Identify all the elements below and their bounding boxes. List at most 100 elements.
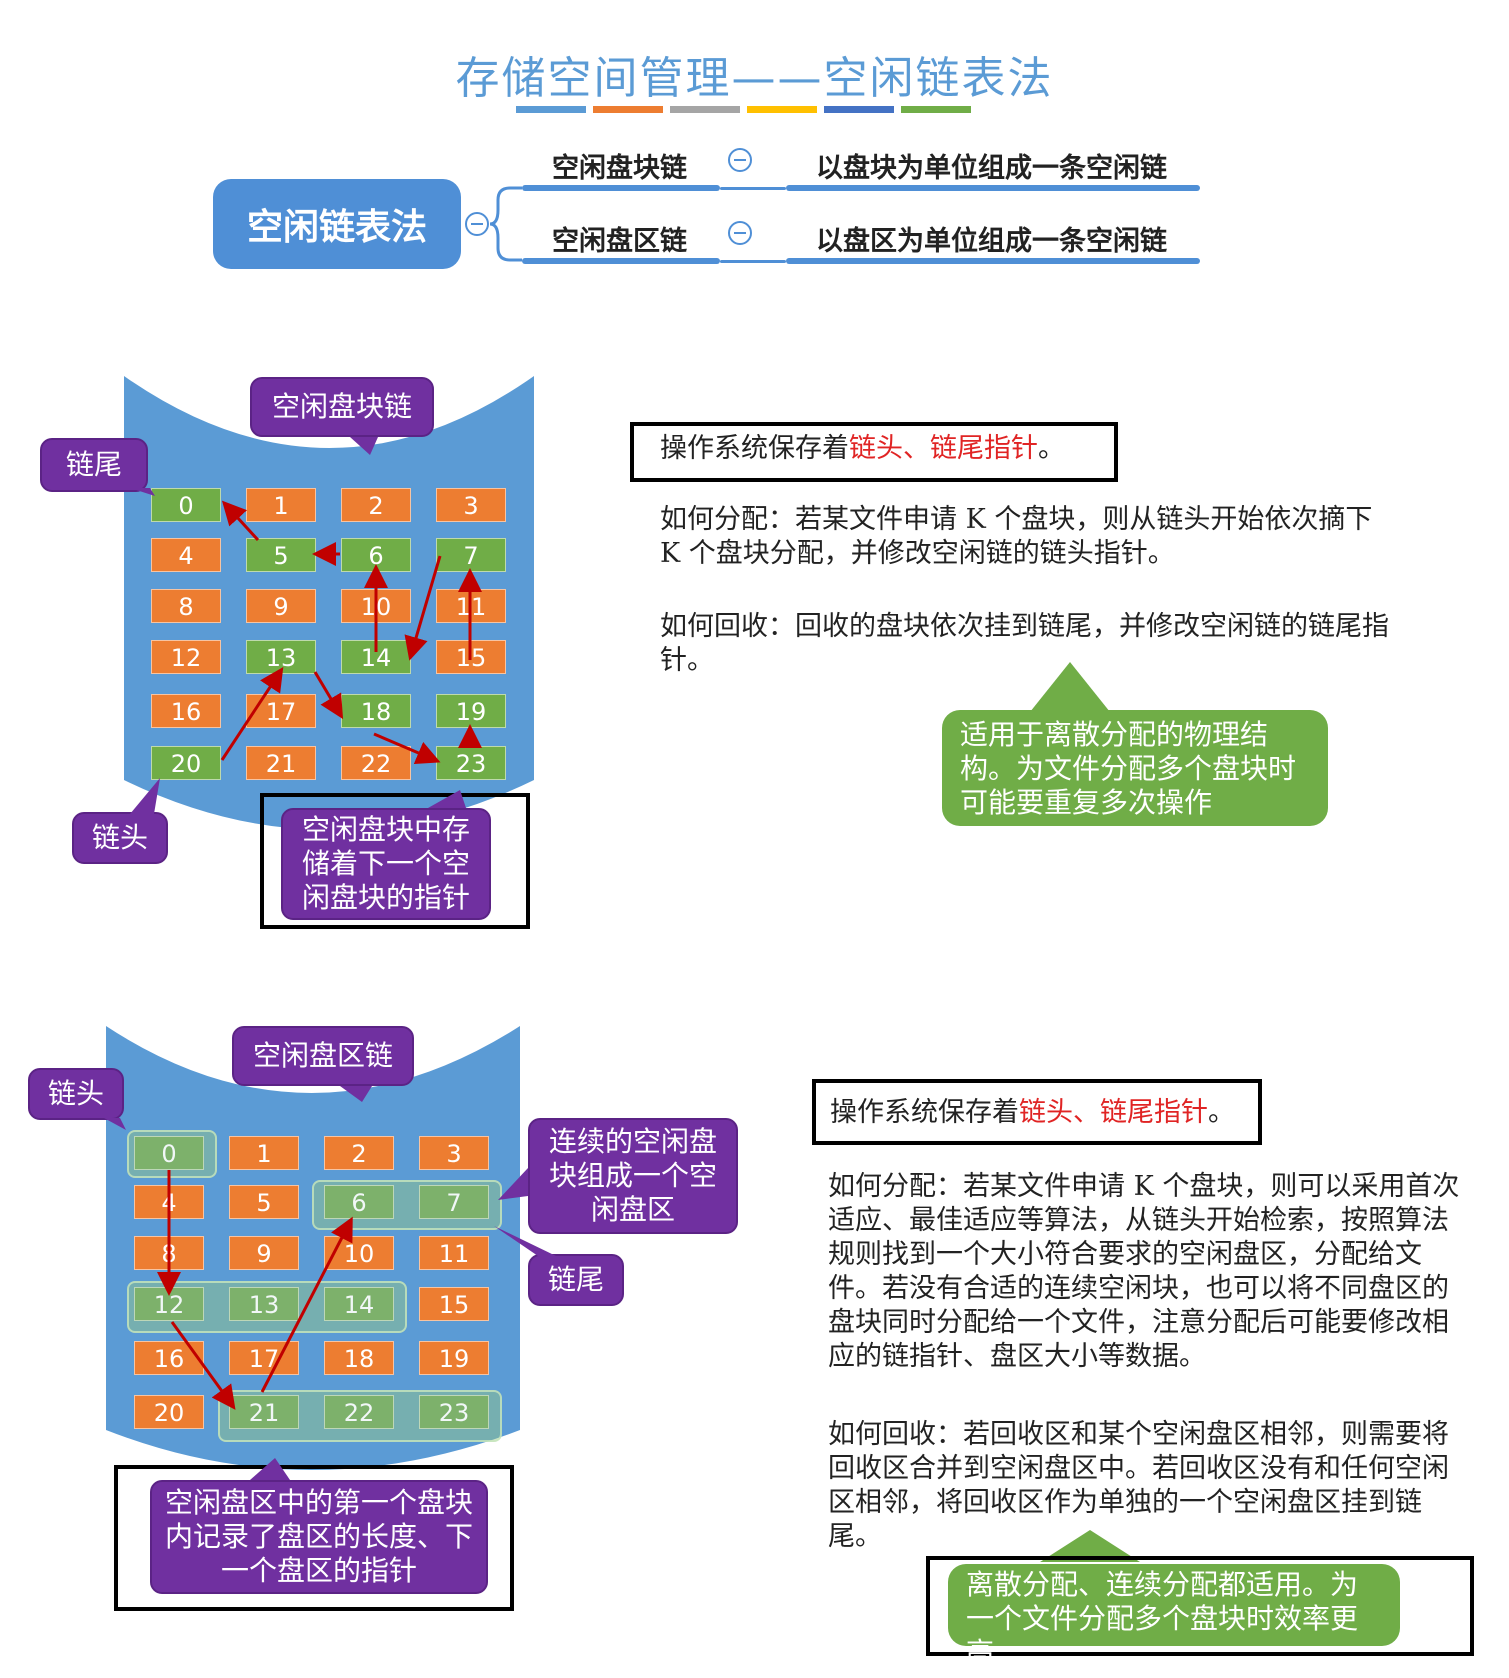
os-note-2: 操作系统保存着链头、链尾指针。 (830, 1097, 1235, 1128)
region-disk-block-14[interactable]: 14 (324, 1287, 394, 1321)
region-disk-block-20[interactable]: 20 (134, 1395, 204, 1429)
disk-block-9[interactable]: 9 (246, 589, 316, 623)
disk-block-0[interactable]: 0 (151, 488, 221, 522)
arrow-12-21 (170, 1321, 236, 1410)
disk-block-21[interactable]: 21 (246, 746, 316, 780)
region-chain-head-label: 链头 (28, 1068, 124, 1120)
region-disk-block-7[interactable]: 7 (419, 1185, 489, 1219)
branch-block-chain-desc[interactable]: 以盘块为单位组成一条空闲链 (816, 153, 1167, 184)
branch-underline (522, 185, 720, 191)
color-segment-yellow (747, 106, 817, 113)
branch-region-chain-desc[interactable]: 以盘区为单位组成一条空闲链 (816, 226, 1167, 257)
disk-block-17[interactable]: 17 (246, 694, 316, 728)
region-note-frame (114, 1465, 514, 1611)
block-chain-note: 空闲盘块中存储着下一个空闲盘块的指针 (281, 808, 491, 920)
region-disk-block-18[interactable]: 18 (324, 1341, 394, 1375)
alloc-text-2: 如何分配：若某文件申请 K 个盘块，则可以采用首次适应、最佳适应等算法，从链头开… (828, 1171, 1460, 1372)
region-disk-block-3[interactable]: 3 (419, 1136, 489, 1170)
arrow-13-18 (313, 671, 344, 720)
disk-block-12[interactable]: 12 (151, 640, 221, 674)
branch-block-chain[interactable]: 空闲盘块链 (552, 153, 687, 184)
disk-block-8[interactable]: 8 (151, 589, 221, 623)
region-note-callout: 连续的空闲盘块组成一个空闲盘区 (528, 1118, 738, 1234)
branch-collapse-icon[interactable] (728, 148, 752, 172)
region-disk-block-6[interactable]: 6 (324, 1185, 394, 1219)
desc-underline (786, 258, 1200, 264)
region-disk-block-13[interactable]: 13 (229, 1287, 299, 1321)
disk-block-2[interactable]: 2 (341, 488, 411, 522)
disk-block-7[interactable]: 7 (436, 538, 506, 572)
recycle-text-1: 如何回收：回收的盘块依次挂到链尾，并修改空闲链的链尾指针。 (660, 611, 1389, 676)
color-segment-gray (670, 106, 740, 113)
os-note-1: 操作系统保存着链头、链尾指针。 (660, 433, 1065, 464)
arrow-5-0 (221, 500, 260, 542)
color-segment-blue (516, 106, 586, 113)
color-segment-orange (593, 106, 663, 113)
color-segment-darkblue (824, 106, 894, 113)
disk-block-20[interactable]: 20 (151, 746, 221, 780)
region-disk-block-21[interactable]: 21 (229, 1395, 299, 1429)
arrow-20-13 (220, 666, 284, 761)
arrow-7-14 (404, 555, 442, 661)
color-segment-green (901, 106, 971, 113)
mindmap-root[interactable]: 空闲链表法 (213, 179, 461, 269)
block-note-frame (260, 793, 530, 929)
os-note-frame-2 (812, 1079, 1262, 1145)
region-green-frame (926, 1556, 1474, 1656)
block-chain-head-label: 链头 (72, 812, 168, 864)
branch-collapse-icon[interactable] (728, 221, 752, 245)
disk-block-16[interactable]: 16 (151, 694, 221, 728)
region-chain-title-callout: 空闲盘区链 (232, 1026, 414, 1086)
root-collapse-icon[interactable] (465, 212, 489, 236)
region-disk-block-22[interactable]: 22 (324, 1395, 394, 1429)
region-disk-block-23[interactable]: 23 (419, 1395, 489, 1429)
branch-underline (522, 258, 720, 264)
region-disk-block-5[interactable]: 5 (229, 1185, 299, 1219)
os-note-frame-1 (630, 422, 1118, 482)
region-disk-block-1[interactable]: 1 (229, 1136, 299, 1170)
mindmap-connectors (489, 186, 522, 262)
disk-block-4[interactable]: 4 (151, 538, 221, 572)
disk-block-5[interactable]: 5 (246, 538, 316, 572)
disk-block-18[interactable]: 18 (341, 694, 411, 728)
branch-connector (720, 187, 786, 190)
region-disk-block-0[interactable]: 0 (134, 1136, 204, 1170)
region-chain-green-note: 离散分配、连续分配都适用。为一个文件分配多个盘块时效率更高 (948, 1564, 1400, 1669)
region-disk-block-15[interactable]: 15 (419, 1287, 489, 1321)
disk-block-19[interactable]: 19 (436, 694, 506, 728)
desc-underline (786, 185, 1200, 191)
alloc-text-1: 如何分配：若某文件申请 K 个盘块，则从链头开始依次摘下 K 个盘块分配，并修改… (660, 504, 1373, 569)
region-disk-block-9[interactable]: 9 (229, 1236, 299, 1270)
region-chain-note: 空闲盘区中的第一个盘块内记录了盘区的长度、下一个盘区的指针 (150, 1480, 488, 1594)
branch-region-chain[interactable]: 空闲盘区链 (552, 226, 687, 257)
block-chain-green-note: 适用于离散分配的物理结构。为文件分配多个盘块时可能要重复多次操作 (942, 710, 1328, 826)
page-title: 存储空间管理——空闲链表法 (455, 53, 1054, 104)
region-disk-block-11[interactable]: 11 (419, 1236, 489, 1270)
disk-block-1[interactable]: 1 (246, 488, 316, 522)
block-chain-tail-label: 链尾 (40, 438, 148, 492)
arrow-21-6 (260, 1216, 353, 1393)
branch-connector (720, 260, 786, 263)
disk-block-23[interactable]: 23 (436, 746, 506, 780)
region-disk-block-2[interactable]: 2 (324, 1136, 394, 1170)
arrow-18-23 (373, 732, 441, 764)
disk-block-3[interactable]: 3 (436, 488, 506, 522)
disk-block-22[interactable]: 22 (341, 746, 411, 780)
region-disk-block-17[interactable]: 17 (229, 1341, 299, 1375)
region-disk-block-19[interactable]: 19 (419, 1341, 489, 1375)
region-disk-block-16[interactable]: 16 (134, 1341, 204, 1375)
